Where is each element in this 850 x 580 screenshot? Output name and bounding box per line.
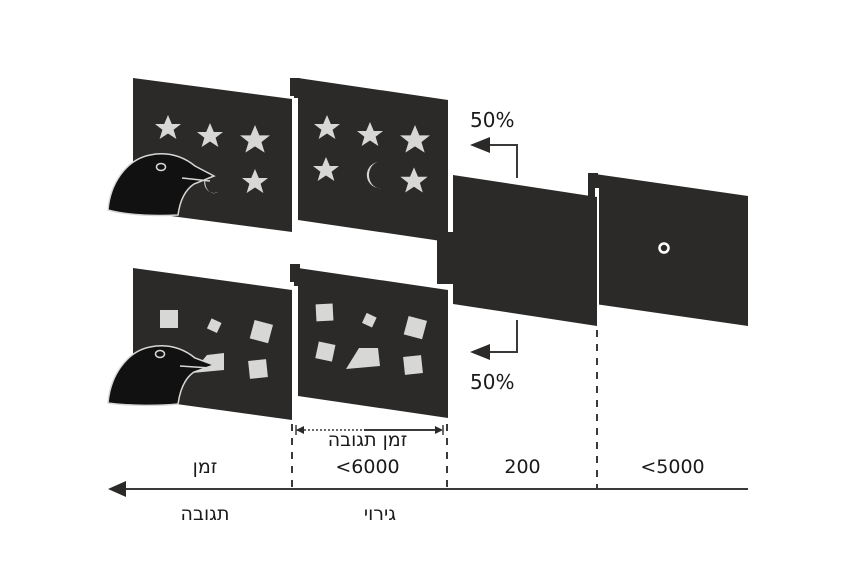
blank-screen xyxy=(437,175,597,326)
star-icon xyxy=(240,125,270,153)
response-time-bracket xyxy=(295,425,444,435)
response-time-sublabel: זמן תגובה xyxy=(327,429,408,451)
fixation-duration: <5000 xyxy=(640,456,705,478)
star-icon xyxy=(242,169,268,193)
star-icon xyxy=(357,122,383,146)
star-icon xyxy=(400,125,430,153)
response-label-bottom: תגובה xyxy=(180,503,230,525)
fixation-screen xyxy=(588,173,748,326)
square-icon xyxy=(403,355,423,375)
stimulus-phase-label: גירוי xyxy=(363,503,397,525)
square-icon xyxy=(160,310,178,328)
top-branch-percent: 50% xyxy=(470,108,515,132)
segment-dividers xyxy=(291,330,598,488)
star-icon xyxy=(400,167,428,193)
star-icon xyxy=(314,115,340,139)
square-icon xyxy=(206,318,222,333)
square-icon xyxy=(403,315,427,340)
square-icon xyxy=(249,319,273,344)
trapezoid-icon xyxy=(346,348,380,369)
stimulus-duration: <6000 xyxy=(335,456,400,478)
square-icon xyxy=(315,303,334,322)
square-icon xyxy=(315,341,336,362)
branch-arrow-top xyxy=(470,137,518,178)
stars-stimulus-screen xyxy=(290,78,448,242)
stars-response-screen xyxy=(107,78,292,232)
squares-stimulus-screen xyxy=(290,264,448,418)
branch-arrow-bottom xyxy=(470,320,518,360)
time-axis xyxy=(108,481,748,497)
bird-head-icon xyxy=(107,153,216,217)
square-icon xyxy=(362,312,377,328)
star-icon xyxy=(155,115,181,139)
response-label-top: זמן xyxy=(192,456,218,478)
blank-duration: 200 xyxy=(504,456,541,478)
axis-arrow-icon xyxy=(108,481,126,497)
square-icon xyxy=(248,359,268,379)
bird-head-icon xyxy=(107,345,217,407)
fixation-circle-icon xyxy=(658,242,670,254)
squares-response-screen xyxy=(107,268,292,420)
star-icon xyxy=(313,157,339,181)
star-icon xyxy=(197,123,223,147)
bottom-branch-percent: 50% xyxy=(470,370,515,394)
